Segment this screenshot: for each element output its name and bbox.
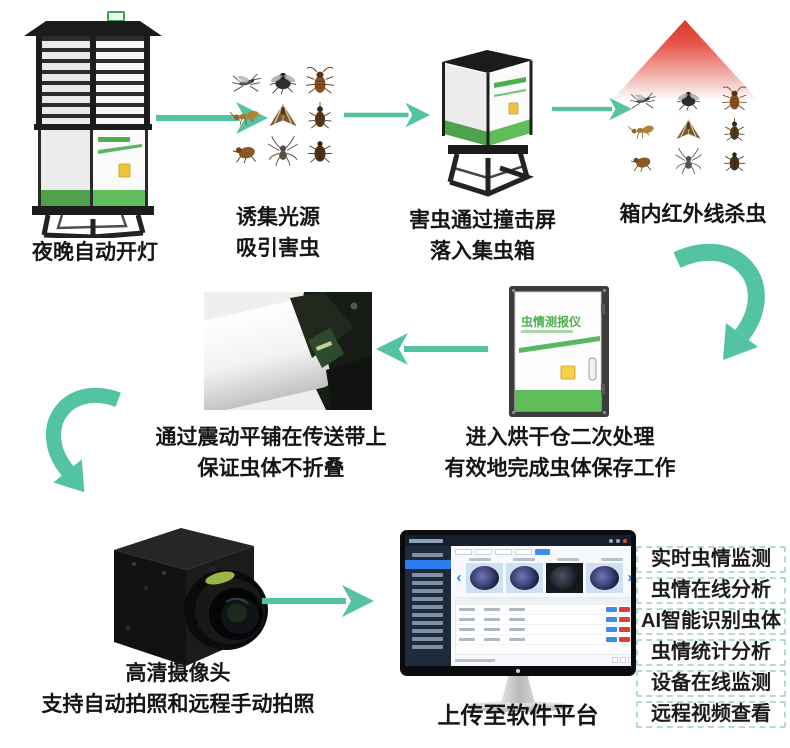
software-ui: ‹ › [405, 535, 631, 666]
feature-item: 虫情在线分析 [636, 577, 786, 604]
insect-photo-thumbnail [466, 563, 503, 593]
step6-caption: 通过震动平铺在传送带上 保证虫体不折叠 [155, 426, 387, 480]
feature-item: 虫情统计分析 [636, 639, 786, 666]
insect-photo-thumbnail [546, 563, 583, 593]
step4-caption: 箱内红外线杀虫 [619, 203, 767, 226]
feature-item: AI智能识别虫体 [636, 608, 786, 635]
feature-item: 远程视频查看 [636, 701, 786, 728]
flow-arrow-right-icon [552, 97, 632, 121]
cockroach-icon [302, 64, 338, 98]
mosquito-icon [620, 84, 665, 114]
beetle-icon [302, 134, 338, 168]
spider-icon [666, 146, 711, 176]
hd-camera-image [114, 528, 268, 666]
chevron-left-icon: ‹ [456, 569, 462, 586]
mosquito-icon [228, 64, 264, 98]
device-title-text: 虫情测报仪 [521, 314, 582, 329]
monitor-logo-dot [516, 669, 520, 673]
flow-arrow-right-icon [344, 102, 430, 128]
beetle-icon [712, 146, 757, 176]
step1-caption: 夜晚自动开灯 [32, 241, 158, 264]
step3-caption: 害虫通过撞击屏 落入集虫箱 [409, 209, 556, 263]
table-row [456, 635, 631, 645]
monitor-stand-base [465, 701, 571, 712]
attracted-insects-collage [228, 64, 338, 168]
spider-icon [265, 134, 301, 168]
table-row [456, 605, 631, 615]
insect-photo-thumbnail [506, 563, 543, 593]
feature-list: 实时虫情监测 虫情在线分析 AI智能识别虫体 虫情统计分析 设备在线监测 远程视… [636, 546, 786, 732]
ant-icon [620, 115, 665, 145]
software-platform-monitor: ‹ › [400, 530, 636, 712]
table-header [456, 598, 631, 605]
maximize-icon [616, 538, 620, 543]
killed-insects-collage [620, 84, 757, 176]
moth-icon [666, 115, 711, 145]
flow-arrow-right-icon [262, 585, 374, 617]
curved-arrow-down-right-icon [46, 387, 121, 493]
flea-icon [228, 134, 264, 168]
thumbnail-labels [469, 558, 631, 561]
chevron-right-icon: › [626, 563, 632, 593]
monitor-stand-neck [501, 676, 535, 703]
fly-icon [666, 84, 711, 114]
search-button [535, 549, 550, 555]
table-row [456, 615, 631, 625]
pagination-bar [455, 657, 631, 663]
cockroach-icon [712, 84, 757, 114]
software-titlebar [405, 535, 631, 546]
close-icon [623, 538, 627, 543]
step2-caption: 诱集光源 吸引害虫 [236, 206, 320, 260]
records-table [455, 597, 631, 655]
drying-chamber-device: 虫情测报仪 [509, 286, 609, 417]
table-row [456, 625, 631, 635]
feature-item: 设备在线监测 [636, 670, 786, 697]
software-main-panel: ‹ › [451, 546, 631, 666]
moth-icon [265, 99, 301, 133]
filter-bar [455, 549, 631, 555]
photo-carousel: ‹ › [455, 563, 631, 593]
active-menu-item [405, 560, 451, 569]
collection-box-device [442, 50, 534, 197]
insect-photo-thumbnail [586, 563, 623, 593]
step5-caption: 进入烘干仓二次处理 有效地完成虫体保存工作 [444, 426, 676, 480]
step8-caption: 上传至软件平台 [437, 702, 599, 728]
flow-arrow-left-icon [376, 333, 488, 365]
minimize-icon [609, 538, 613, 543]
flea-icon [620, 146, 665, 176]
monitor-screen: ‹ › [400, 530, 636, 676]
trap-lamp-device [24, 11, 162, 238]
window-controls [609, 538, 627, 543]
curved-arrow-down-left-icon [673, 243, 765, 360]
feature-item: 实时虫情监测 [636, 546, 786, 573]
ant-icon [228, 99, 264, 133]
step7-caption: 高清摄像头 支持自动拍照和远程手动拍照 [41, 662, 315, 716]
fly-icon [265, 64, 301, 98]
app-title-placeholder [409, 538, 443, 543]
software-sidebar [405, 546, 451, 666]
conveyor-belt-image [204, 292, 372, 410]
weevil-icon [712, 115, 757, 145]
weevil-icon [302, 99, 338, 133]
